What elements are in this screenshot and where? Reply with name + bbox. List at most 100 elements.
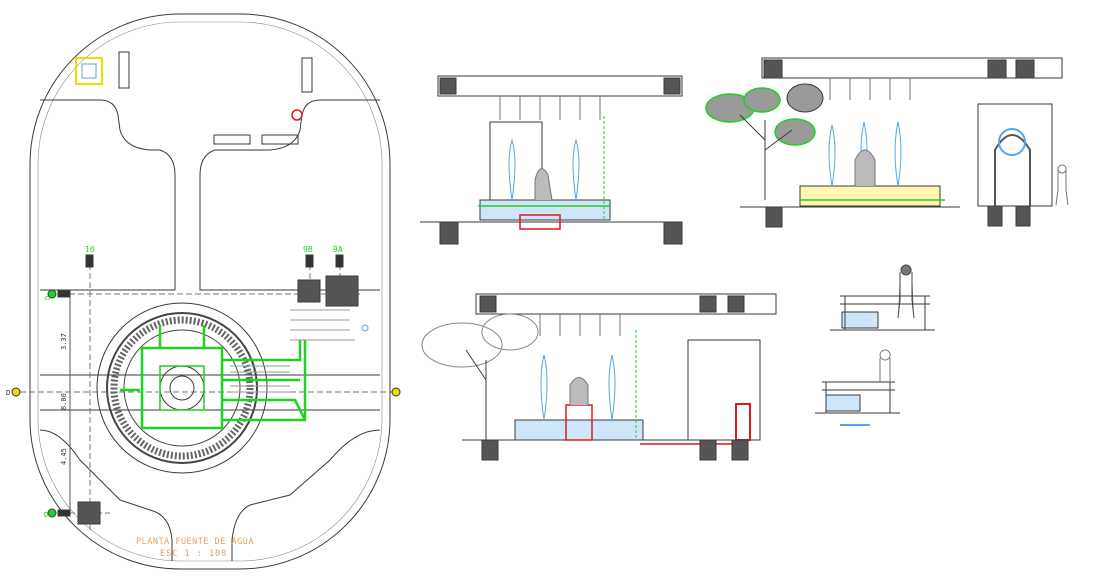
fountain-ring-outer bbox=[106, 312, 258, 464]
post-e2-b bbox=[987, 59, 1007, 79]
water-jet-e2-c bbox=[894, 121, 902, 187]
pergola-beam-s1 bbox=[475, 293, 777, 315]
water-jet-b bbox=[572, 138, 580, 201]
pipe-node bbox=[361, 324, 369, 332]
gate-frame bbox=[977, 103, 1053, 207]
pump-room bbox=[687, 339, 761, 441]
human-figure-e2 bbox=[1055, 164, 1069, 206]
axis-label-d-bottom: D bbox=[44, 511, 48, 519]
tree-trunk bbox=[739, 114, 793, 200]
pergola-slats-s1 bbox=[539, 314, 621, 336]
plan-title: PLANTA FUENTE DE AGUA bbox=[136, 537, 254, 547]
pipe-network-thin bbox=[230, 309, 355, 393]
pergola-post-right bbox=[663, 77, 681, 95]
axis-label-d-top: D bbox=[44, 296, 52, 300]
equip-block-a bbox=[297, 279, 321, 303]
bench-center-b bbox=[261, 134, 299, 145]
tree-outline-s1 bbox=[421, 322, 503, 368]
equip-block-b bbox=[325, 275, 359, 307]
post-e2-a bbox=[763, 59, 783, 79]
footing-s1-b bbox=[699, 439, 717, 461]
water-jet-e2-a bbox=[828, 124, 836, 187]
pipe-network bbox=[120, 325, 307, 422]
pump-pit bbox=[519, 214, 561, 230]
axis-dot-bottom bbox=[47, 508, 57, 518]
plan-scale: ESC 1 : 100 bbox=[160, 549, 227, 559]
basin-s1 bbox=[514, 419, 644, 441]
dimension-800: 8.00 bbox=[60, 393, 68, 410]
bench-left bbox=[118, 51, 130, 89]
plaza-circle bbox=[96, 302, 268, 474]
footing-s1-a bbox=[481, 439, 499, 461]
axis-dot-right bbox=[391, 387, 401, 397]
tree-outline-s1b bbox=[481, 313, 539, 351]
site-outline bbox=[29, 13, 391, 570]
detail-b-basin bbox=[825, 394, 861, 412]
elevation-2 bbox=[705, 57, 1069, 228]
footing-left bbox=[439, 221, 459, 245]
pergola-post-left bbox=[439, 77, 457, 95]
sculpture-s1 bbox=[569, 377, 589, 405]
upper-path-left bbox=[40, 99, 176, 291]
upper-path-right bbox=[199, 99, 380, 291]
pergola-slats-e2 bbox=[829, 78, 911, 100]
dimension-337: 3.37 bbox=[60, 333, 68, 350]
axis-marker-d3 bbox=[57, 509, 71, 517]
axis-dot-top bbox=[47, 289, 57, 299]
section-1 bbox=[421, 293, 777, 461]
tree-canopy-c bbox=[774, 118, 816, 146]
fountain-basin-section bbox=[479, 199, 611, 221]
fountain-plan: 10 9B 9A D D D 3.37 8.00 4.45 PLANTA FUE… bbox=[6, 13, 401, 570]
water-jet-s1-a bbox=[540, 354, 548, 421]
elevation-1 bbox=[420, 75, 683, 245]
bench-right bbox=[301, 57, 313, 93]
footing-e2-left bbox=[765, 206, 783, 228]
water-jet-a bbox=[508, 138, 516, 201]
gate-footing-b bbox=[1015, 205, 1031, 227]
axis-label-9b: 9B bbox=[303, 245, 313, 254]
pergola-beam bbox=[437, 75, 683, 97]
bench-center-a bbox=[213, 134, 251, 145]
sculpture bbox=[534, 168, 553, 201]
axis-marker-9a bbox=[335, 254, 344, 268]
detail-sections bbox=[815, 264, 935, 426]
lower-path-left bbox=[39, 429, 173, 561]
tree-trunk-s1 bbox=[465, 349, 487, 440]
pump-equip bbox=[735, 403, 751, 441]
post-e2-c bbox=[1015, 59, 1035, 79]
tree-canopy-d bbox=[786, 83, 824, 113]
axis-label-10: 10 bbox=[85, 245, 95, 254]
site-outline-inner bbox=[37, 21, 383, 562]
detail-b-rail bbox=[822, 381, 895, 413]
axis-marker-9b bbox=[305, 254, 314, 268]
basin-square bbox=[140, 346, 224, 430]
human-figure-b bbox=[879, 349, 891, 382]
dimension-445: 4.45 bbox=[60, 448, 68, 465]
human-figure-detail bbox=[897, 264, 915, 319]
basin-e2 bbox=[799, 185, 941, 207]
axis-marker-d1 bbox=[57, 290, 71, 298]
pergola-slats bbox=[499, 96, 601, 120]
axis-marker-10 bbox=[85, 254, 94, 268]
detail-a-basin bbox=[841, 311, 879, 329]
lower-path-right bbox=[231, 429, 381, 561]
axis-label-9a: 9A bbox=[333, 245, 343, 254]
footing-s1-c bbox=[731, 439, 749, 461]
fountain-jet bbox=[169, 375, 195, 401]
pergola-beam-e2 bbox=[761, 57, 1063, 79]
fountain-ring-hatch bbox=[110, 316, 254, 460]
marker-circle-red bbox=[291, 109, 303, 121]
clock-icon bbox=[998, 128, 1026, 156]
fountain-wall bbox=[489, 121, 543, 203]
gate-arch bbox=[994, 134, 1031, 206]
footing-right bbox=[663, 221, 683, 245]
water-jet-s1-b bbox=[608, 354, 616, 421]
post-s1-b bbox=[699, 295, 717, 313]
post-s1-a bbox=[479, 295, 497, 313]
basin-square-inner bbox=[159, 365, 205, 411]
axis-label-d-mid: D bbox=[6, 389, 10, 397]
sculpture-e2 bbox=[854, 149, 876, 186]
tree-canopy-b bbox=[743, 87, 781, 113]
post-s1-c bbox=[727, 295, 745, 313]
gate-footing-a bbox=[987, 205, 1003, 227]
